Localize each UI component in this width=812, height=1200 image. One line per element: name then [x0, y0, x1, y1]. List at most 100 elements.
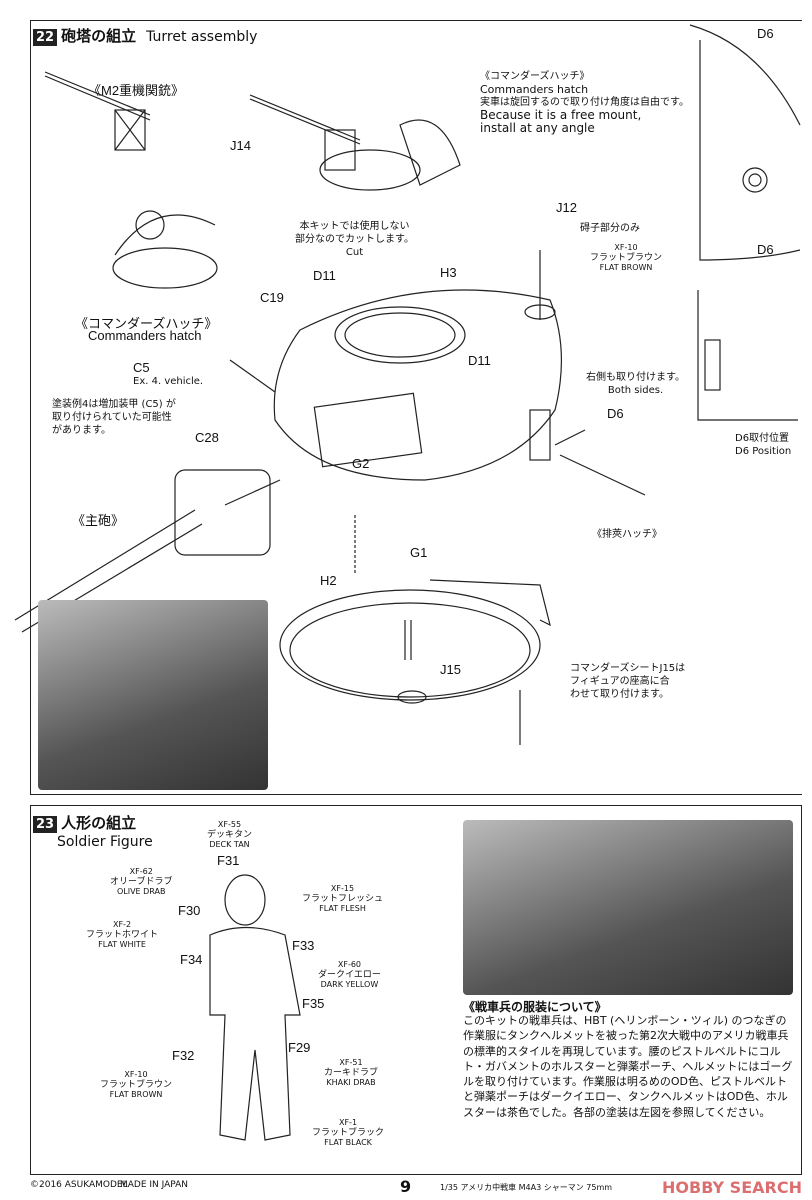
part-label: H2 [320, 573, 337, 588]
hatch-note-body-jp: 実車は旋回するので取り付け角度は自由です。 [480, 97, 689, 108]
part-label: D6 [607, 406, 624, 421]
paint-code: XF-55 [217, 820, 242, 829]
c5-jp-line3: があります。 [52, 425, 111, 436]
part-label: D11 [313, 268, 336, 283]
step-22-frame [30, 20, 802, 795]
part-label: F33 [292, 938, 315, 953]
paint-en: DARK YELLOW [320, 980, 379, 989]
part-label: F31 [217, 853, 240, 868]
seat-note-2: フィギュアの座高に合 [570, 676, 670, 687]
step-number: 22 [33, 29, 58, 46]
d6-position-label: D6取付位置 D6 Position [735, 432, 791, 458]
watermark: HOBBY SEARCH [662, 1178, 802, 1197]
product-name: 1/35 アメリカ中戦車 M4A3 シャーマン 75mm [440, 1183, 613, 1192]
d6-pos-en: D6 Position [735, 446, 792, 457]
part-label: G2 [352, 456, 370, 471]
m2-machine-gun-left [44, 71, 151, 151]
d6-pos-jp: D6取付位置 [735, 433, 790, 444]
made-in: MADE IN JAPAN [120, 1180, 189, 1190]
c5-jp-line1: 塗装例4は増加装甲 (C5) が [52, 399, 176, 410]
hatch-note-jp: 《コマンダーズハッチ》 [480, 71, 590, 82]
part-label: C19 [260, 290, 284, 305]
soldier-figure-drawing [209, 874, 301, 1141]
paint-callout-j12: XF-10 フラットブラウン FLAT BROWN [590, 243, 662, 273]
paint-en: FLAT BLACK [324, 1138, 372, 1147]
barrel-only-note: 碍子部分のみ [580, 223, 640, 234]
hatch-note-body-en1: Because it is a free mount, [480, 108, 642, 122]
part-label: F30 [178, 903, 201, 918]
hatch-note-en: Commanders hatch [480, 83, 589, 96]
seat-note-1: コマンダーズシートJ15は [570, 663, 686, 674]
title-jp: 砲塔の組立 [61, 27, 137, 45]
vent-hatch-label: 《排莢ハッチ》 [592, 529, 662, 540]
paint-en: FLAT FLESH [319, 904, 366, 913]
hatch-label-jp: 《コマンダーズハッチ》 [75, 316, 218, 331]
cut-note-line2: 部分なのでカットします。 [295, 234, 414, 245]
paint-jp: ダークイエロー [318, 970, 381, 980]
part-label: J12 [556, 200, 577, 215]
part-label: F32 [172, 1048, 195, 1063]
paint-code: XF-60 [337, 960, 362, 969]
part-label: F34 [180, 952, 203, 967]
uniform-heading: 《戦車兵の服装について》 [463, 1000, 607, 1014]
paint-en: FLAT BROWN [599, 263, 653, 272]
cut-note-en: Cut [345, 247, 364, 258]
c5-jp-line2: 取り付けられていた可能性 [52, 412, 172, 423]
both-sides-en: Both sides. [607, 385, 664, 396]
paint-jp: オリーブドラブ [110, 877, 173, 887]
c5-note: Ex. 4. vehicle. [133, 376, 204, 387]
seat-note: コマンダーズシートJ15は フィギュアの座高に合 わせて取り付けます。 [570, 662, 685, 701]
main-gun-label: 《主砲》 [72, 513, 125, 528]
both-sides-jp: 右側も取り付けます。 [586, 372, 685, 383]
uniform-body: このキットの戦車兵は、HBT (ヘリンボーン・ツィル) のつなぎの作業服にタンク… [463, 1014, 793, 1119]
part-c5: C5 [133, 360, 150, 375]
paint-en: DECK TAN [209, 840, 250, 849]
cut-note-line1: 本キットでは使用しない [299, 221, 410, 232]
paint-code: XF-10 [614, 243, 638, 252]
part-label: H3 [440, 265, 457, 280]
part-label: D6 [757, 242, 774, 257]
paint-en: OLIVE DRAB [116, 887, 166, 896]
paint-en: FLAT WHITE [98, 940, 146, 949]
part-label: F29 [288, 1040, 311, 1055]
hatch-ring-left [112, 247, 218, 289]
paint-en: KHAKI DRAB [326, 1078, 376, 1087]
hatch-label-en: Commanders hatch [88, 328, 202, 343]
hatch-note-body-en2: install at any angle [480, 121, 595, 135]
step-number: 23 [33, 816, 58, 833]
part-label: C28 [195, 430, 219, 445]
title-en: Turret assembly [146, 29, 258, 45]
copyright: ©2016 ASUKAMODEL [30, 1180, 128, 1190]
m2-label: 《M2重機関銃》 [88, 83, 185, 98]
paint-code: XF-1 [338, 1118, 358, 1127]
part-label: F35 [302, 996, 325, 1011]
paint-jp: フラットブラウン [100, 1080, 173, 1090]
title-en: Soldier Figure [57, 834, 153, 850]
c5-jp-note: 塗装例4は増加装甲 (C5) が 取り付けられていた可能性 があります。 [52, 398, 176, 437]
part-label: D6 [757, 26, 774, 41]
paint-code: XF-2 [112, 920, 132, 929]
both-sides-note: 右側も取り付けます。 Both sides. [586, 371, 685, 397]
figure-photo [463, 820, 793, 995]
title-jp: 人形の組立 [61, 814, 137, 832]
turret-photo [38, 600, 268, 790]
turret-body [273, 289, 563, 481]
paint-jp: フラットホワイト [86, 930, 159, 940]
m2-machine-gun-right [249, 94, 361, 171]
step-23-frame [30, 805, 802, 1175]
paint-jp: フラットブラック [312, 1128, 385, 1138]
paint-jp: フラットブラウン [590, 253, 663, 263]
part-label: J15 [440, 662, 461, 677]
hatch-note: 《コマンダーズハッチ》 Commanders hatch 実車は旋回するので取り… [480, 70, 689, 135]
part-label: G1 [410, 545, 428, 560]
paint-code: XF-10 [124, 1070, 148, 1079]
